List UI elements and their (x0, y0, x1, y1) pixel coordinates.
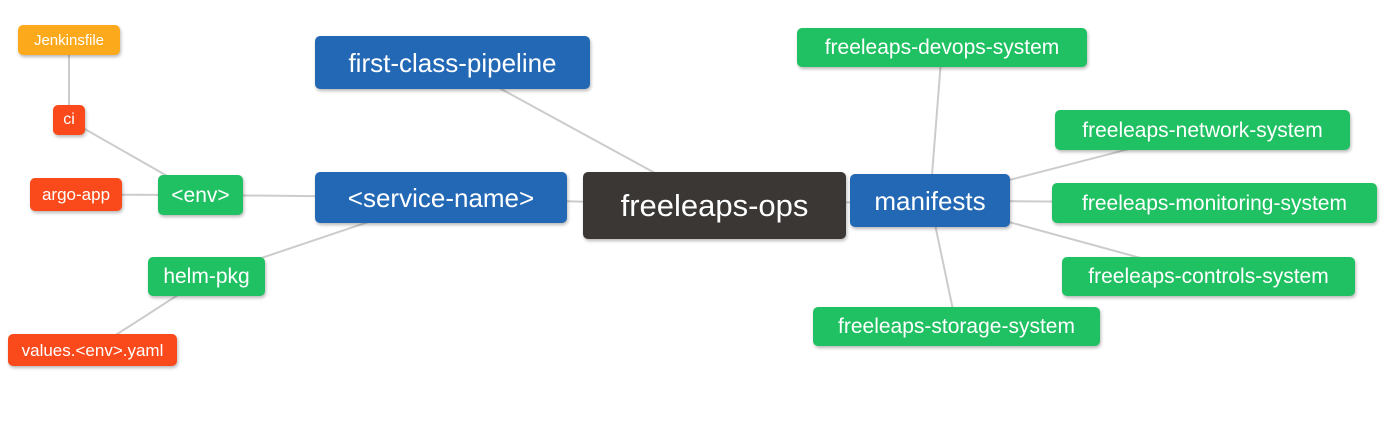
mindmap-node-pipeline[interactable]: first-class-pipeline (315, 36, 590, 89)
mindmap-node-values[interactable]: values.<env>.yaml (8, 334, 177, 366)
mindmap-node-ops[interactable]: freeleaps-ops (583, 172, 846, 239)
mindmap-node-ci[interactable]: ci (53, 105, 85, 135)
mindmap-node-monitoring[interactable]: freeleaps-monitoring-system (1052, 183, 1377, 223)
mindmap-node-jenkins[interactable]: Jenkinsfile (18, 25, 120, 55)
mindmap-node-storage[interactable]: freeleaps-storage-system (813, 307, 1100, 346)
mindmap-node-devops[interactable]: freeleaps-devops-system (797, 28, 1087, 67)
mindmap-node-network[interactable]: freeleaps-network-system (1055, 110, 1350, 150)
mindmap-node-argo[interactable]: argo-app (30, 178, 122, 211)
mindmap-node-helm[interactable]: helm-pkg (148, 257, 265, 296)
mindmap-node-controls[interactable]: freeleaps-controls-system (1062, 257, 1355, 296)
mindmap-node-env[interactable]: <env> (158, 175, 243, 215)
mindmap-node-manifests[interactable]: manifests (850, 174, 1010, 227)
mindmap-node-service[interactable]: <service-name> (315, 172, 567, 223)
